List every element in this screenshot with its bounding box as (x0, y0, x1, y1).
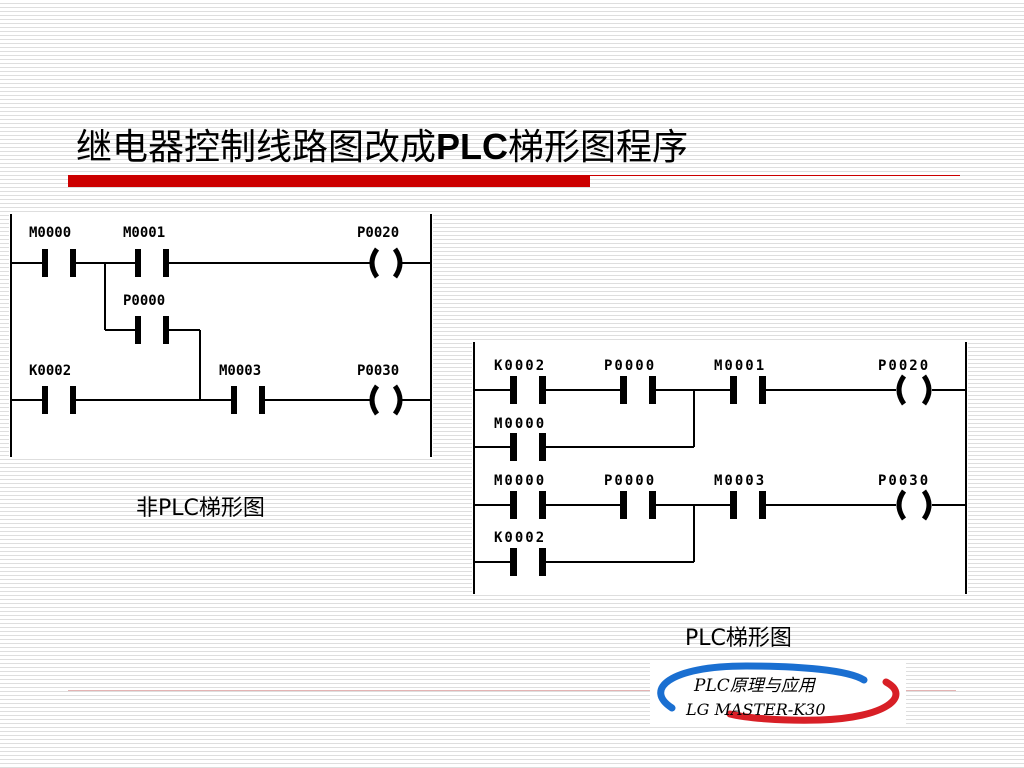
logo-line-2: LG MASTER-K30 (685, 700, 826, 719)
plc-course-logo: PLC原理与应用 LG MASTER-K30 (650, 660, 906, 724)
label-r2-p0000: P0000 (604, 473, 656, 489)
contact-m0003 (231, 386, 265, 414)
title-underline-red-bar (68, 175, 590, 187)
logo-line-1: PLC原理与应用 (693, 676, 817, 696)
contact-r2-m0000 (510, 491, 546, 519)
non-plc-ladder-diagram: M0000 M0001 P0020 P0000 K0002 M0003 P003… (9, 214, 433, 457)
label-r2b-k0002: K0002 (494, 530, 546, 546)
title-part-plc: PLC (436, 126, 509, 167)
label-m0003: M0003 (219, 363, 261, 379)
label-m0000: M0000 (29, 225, 71, 241)
contact-m0001 (135, 249, 169, 277)
label-r1-k0002: K0002 (494, 358, 546, 374)
label-p0030: P0030 (357, 363, 399, 379)
contact-r1b-m0000 (510, 433, 546, 461)
label-r1-p0020: P0020 (878, 358, 930, 374)
contact-r2-p0000 (620, 491, 656, 519)
slide-title: 继电器控制线路图改成PLC梯形图程序 (76, 118, 688, 170)
coil-p0020-left (369, 247, 380, 279)
label-r2-m0000: M0000 (494, 473, 546, 489)
coil-p0030-right (392, 384, 403, 416)
label-k0002: K0002 (29, 363, 71, 379)
label-r1-m0001: M0001 (714, 358, 766, 374)
contact-m0000 (42, 249, 76, 277)
caption-plc-ladder: PLC梯形图 (685, 626, 792, 651)
label-r2-p0030: P0030 (878, 473, 930, 489)
coil-p0020-left (896, 374, 907, 406)
coil-p0020-right (392, 247, 403, 279)
non-plc-ladder-svg: M0000 M0001 P0020 P0000 K0002 M0003 P003… (10, 214, 432, 457)
logo-blue-swoosh (657, 662, 868, 712)
logo-red-swoosh (726, 678, 900, 724)
label-r2-m0003: M0003 (714, 473, 766, 489)
title-part-1: 继电器控制线路图改成 (76, 127, 437, 168)
label-r1-p0000: P0000 (604, 358, 656, 374)
contact-r2b-k0002 (510, 548, 546, 576)
coil-p0030-left (369, 384, 380, 416)
label-p0020: P0020 (357, 225, 399, 241)
logo-svg: PLC原理与应用 LG MASTER-K30 (657, 662, 900, 724)
footer-divider (68, 690, 956, 691)
plc-ladder-diagram: K0002 P0000 M0001 P0020 M0000 M0000 P000… (472, 342, 968, 594)
title-part-2: 梯形图程序 (508, 127, 689, 168)
label-r1b-m0000: M0000 (494, 416, 546, 432)
contact-r1-k0002 (510, 376, 546, 404)
coil-p0020-right (921, 374, 932, 406)
contact-p0000 (135, 316, 169, 344)
label-m0001: M0001 (123, 225, 165, 241)
contact-r1-m0001 (730, 376, 766, 404)
coil-p0030-left (896, 489, 907, 521)
plc-ladder-svg: K0002 P0000 M0001 P0020 M0000 M0000 P000… (473, 342, 967, 594)
contact-r1-p0000 (620, 376, 656, 404)
contact-k0002 (42, 386, 76, 414)
title-underline-thin-line (590, 175, 960, 176)
contact-r2-m0003 (730, 491, 766, 519)
label-p0000: P0000 (123, 293, 165, 309)
caption-non-plc-ladder: 非PLC梯形图 (136, 496, 265, 521)
coil-p0030-right (921, 489, 932, 521)
